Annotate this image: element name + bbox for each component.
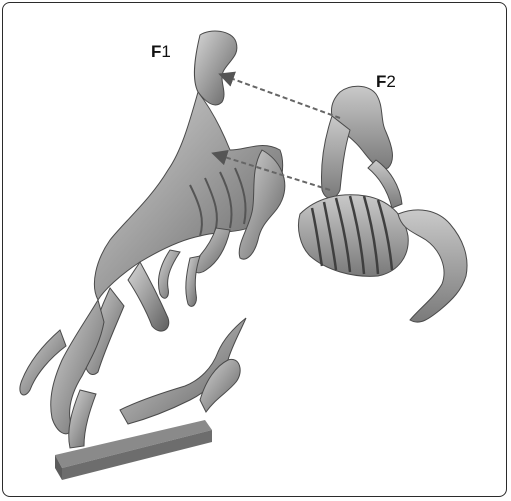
label-f2: F2 <box>376 72 396 92</box>
horse-sculpture-icon <box>20 31 285 448</box>
label-f1: F1 <box>151 42 171 62</box>
